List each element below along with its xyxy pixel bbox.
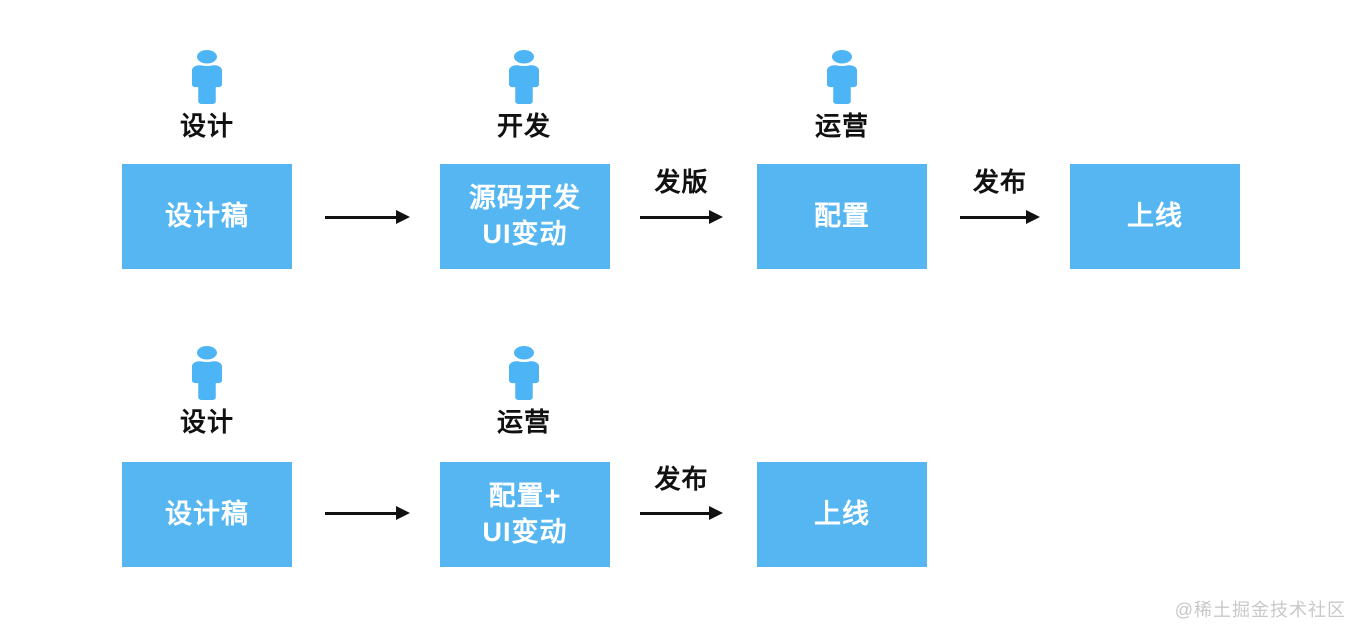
arrow-head <box>396 506 410 520</box>
flow-arrow <box>640 506 723 520</box>
arrow-line <box>325 512 400 515</box>
flow-arrow <box>325 210 410 224</box>
arrow-line <box>960 216 1030 219</box>
person-icon <box>509 346 539 400</box>
arrow-label: 发版 <box>654 167 709 197</box>
arrow-head <box>1026 210 1040 224</box>
flow-arrow <box>960 210 1040 224</box>
flow-step-label: UI变动 <box>482 516 568 547</box>
flow-step-box-design-draft: 设计稿 <box>122 164 292 269</box>
arrow-label: 发布 <box>654 464 709 494</box>
arrow-head <box>396 210 410 224</box>
person-role-label: 设计 <box>179 407 234 437</box>
watermark: @稀土掘金技术社区 <box>1174 600 1346 620</box>
arrow-line <box>325 216 400 219</box>
person-role-label: 运营 <box>814 111 869 141</box>
flow-step-box-config-ui: 配置+ UI变动 <box>440 462 610 567</box>
person-icon <box>827 50 857 104</box>
person-figure-ops-2: 运营 <box>439 346 609 435</box>
flow-step-label: 上线 <box>814 498 870 529</box>
person-icon <box>192 50 222 104</box>
person-icon <box>192 346 222 400</box>
arrow-head <box>709 210 723 224</box>
arrow-head <box>709 506 723 520</box>
person-figure-ops: 运营 <box>757 50 927 139</box>
person-figure-dev: 开发 <box>439 50 609 139</box>
flow-step-box-online-2: 上线 <box>757 462 927 567</box>
flow-step-box-source-dev: 源码开发 UI变动 <box>440 164 610 269</box>
flow-step-box-online: 上线 <box>1070 164 1240 269</box>
flow-step-label: 设计稿 <box>165 498 249 529</box>
arrow-line <box>640 512 713 515</box>
flow-step-label: UI变动 <box>482 218 568 249</box>
flow-step-label: 上线 <box>1127 200 1183 231</box>
flow-step-label: 配置+ <box>488 481 562 512</box>
flow-step-box-config: 配置 <box>757 164 927 269</box>
flow-step-box-design-draft-2: 设计稿 <box>122 462 292 567</box>
flow-step-label: 配置 <box>814 200 870 231</box>
flow-arrow <box>325 506 410 520</box>
arrow-label: 发布 <box>972 167 1027 197</box>
person-icon <box>509 50 539 104</box>
arrow-line <box>640 216 713 219</box>
person-role-label: 设计 <box>179 111 234 141</box>
person-role-label: 开发 <box>496 111 551 141</box>
flow-arrow <box>640 210 723 224</box>
person-figure-design-2: 设计 <box>122 346 292 435</box>
flow-step-label: 设计稿 <box>165 200 249 231</box>
person-role-label: 运营 <box>496 407 551 437</box>
person-figure-design: 设计 <box>122 50 292 139</box>
flow-step-label: 源码开发 <box>469 183 581 214</box>
